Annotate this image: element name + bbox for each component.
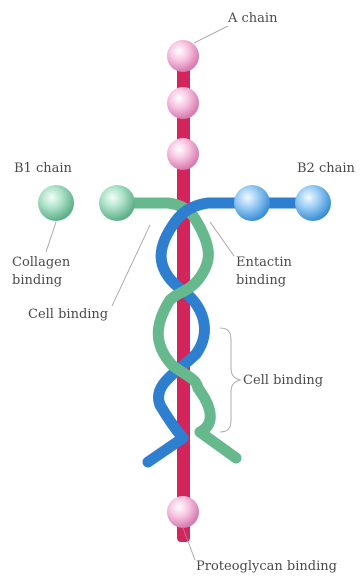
b2-chain-strand: [148, 203, 302, 462]
collagen-binding-leader: [46, 222, 56, 252]
cell-binding-right-label: Cell binding: [243, 373, 323, 388]
cell-binding-upper-leader: [112, 225, 150, 306]
cell-binding-bracket: [220, 328, 240, 432]
a-chain-globule-3: [167, 138, 199, 170]
a-chain-leader: [194, 26, 228, 43]
entactin-binding-label-line1: Entactin: [236, 255, 292, 270]
collagen-binding-label-line2: binding: [12, 273, 62, 288]
b1-chain-globule-1: [38, 185, 74, 221]
b2-chain-globule-2: [295, 185, 331, 221]
b1-chain-label: B1 chain: [14, 161, 73, 176]
proteoglycan-binding-label: Proteoglycan binding: [196, 559, 337, 574]
entactin-binding-label-line2: binding: [236, 273, 286, 288]
a-chain-globule-2: [167, 87, 199, 119]
a-chain-globule-1: [167, 40, 199, 72]
b1-chain-globule-2: [99, 185, 135, 221]
b2-chain-globule-1: [234, 185, 270, 221]
a-chain-label: A chain: [227, 11, 278, 26]
collagen-binding-label-line1: Collagen: [12, 255, 71, 270]
cell-binding-upper-label: Cell binding: [28, 307, 108, 322]
a-chain-globule-bottom: [167, 496, 199, 528]
b2-chain-label: B2 chain: [297, 161, 356, 176]
